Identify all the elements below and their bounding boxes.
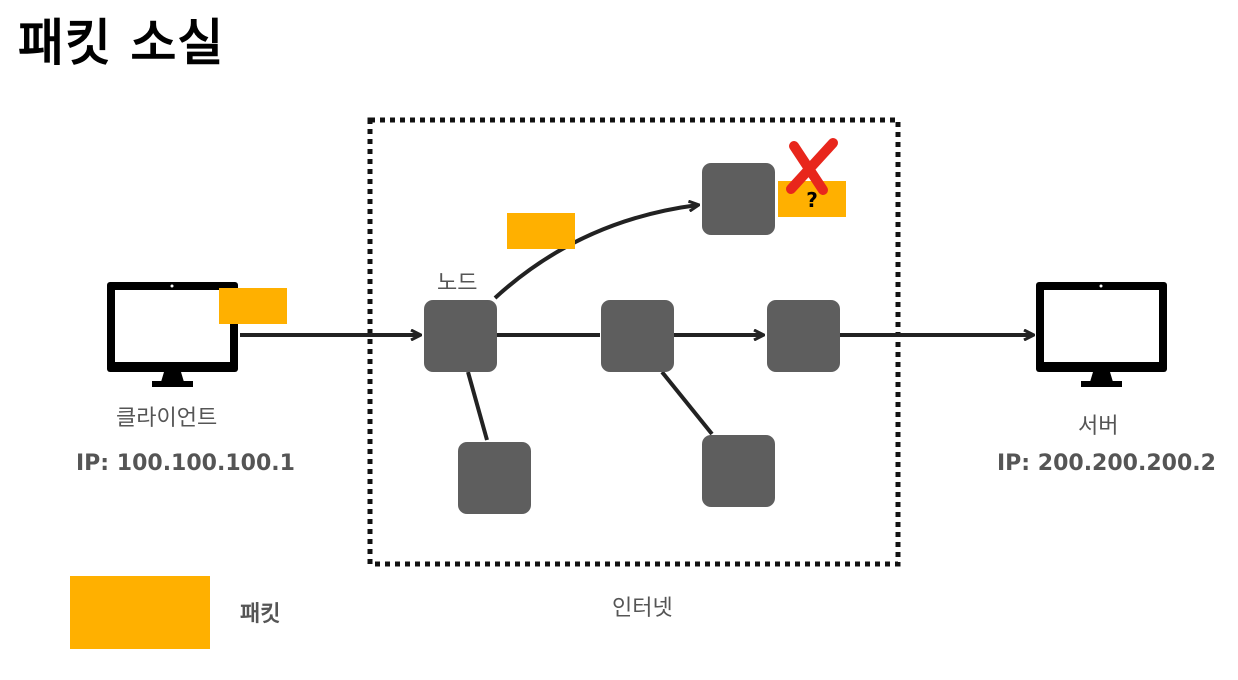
legend-packet-swatch <box>70 576 210 649</box>
link-node2-to-bottom-right <box>660 370 714 436</box>
client-computer-icon <box>107 282 238 387</box>
server-computer-icon <box>1036 282 1167 387</box>
server-ip: IP: 200.200.200.2 <box>997 451 1216 476</box>
node-entry <box>424 300 497 372</box>
link-node1-to-bottom-left <box>466 371 489 441</box>
lost-packet-question-mark: ? <box>806 188 818 212</box>
packet-at-client <box>219 288 287 324</box>
node-bottom-right <box>702 435 775 507</box>
server-label: 서버 <box>1078 414 1119 439</box>
node-label: 노드 <box>437 271 478 296</box>
internet-boundary <box>367 117 901 567</box>
packet-in-transit <box>507 213 575 249</box>
page-title: 패킷 소실 <box>18 14 225 72</box>
node-bottom-left <box>458 442 531 514</box>
client-label: 클라이언트 <box>116 406 218 431</box>
lost-x-icon <box>786 138 838 195</box>
node-exit <box>767 300 840 372</box>
internet-label: 인터넷 <box>612 596 673 621</box>
link-node1-to-top <box>493 205 698 300</box>
node-top <box>702 163 775 235</box>
node-middle <box>601 300 674 372</box>
legend-packet-label: 패킷 <box>240 602 281 627</box>
client-ip: IP: 100.100.100.1 <box>76 451 295 476</box>
